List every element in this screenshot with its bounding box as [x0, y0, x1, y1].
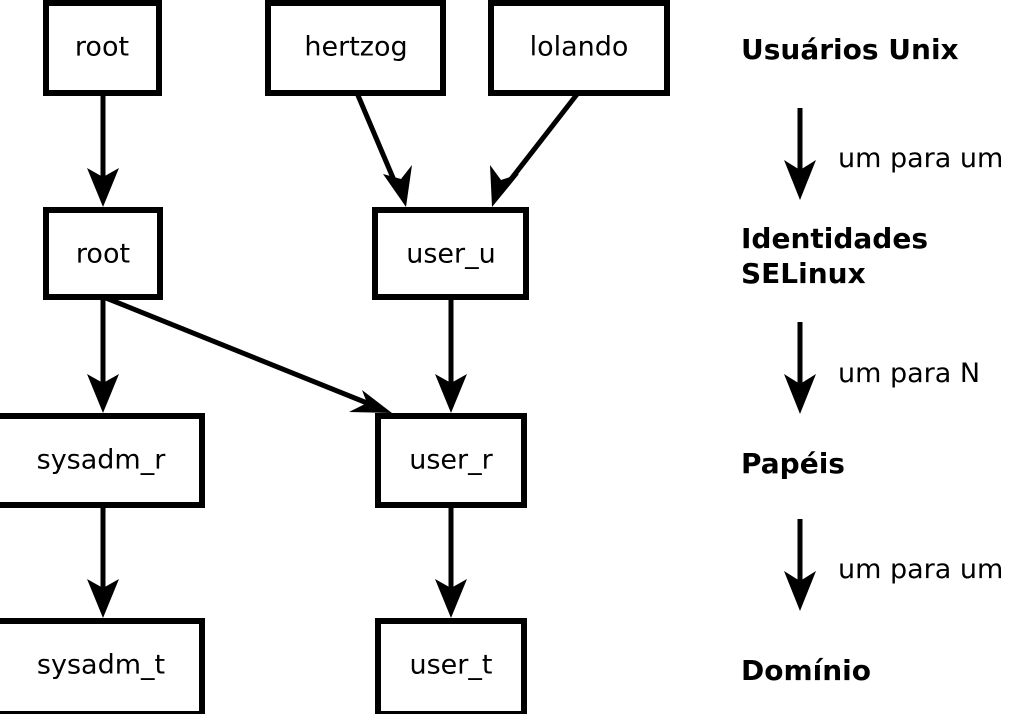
stage-label-roles: Papéis: [741, 447, 845, 480]
legend-arrow-one-to-one-domain: [784, 519, 816, 611]
node-selinux-user-u[interactable]: user_u: [372, 207, 529, 300]
node-label: user_t: [410, 650, 493, 681]
edge-hertzog-to-user-u: [354, 92, 412, 207]
edge-sysadm-r-to-sysadm-t: [87, 505, 119, 618]
edge-selinux-root-to-user-r: [105, 295, 392, 413]
edge-user-r-to-user-t: [435, 505, 467, 618]
edge-user-u-to-user-r: [435, 297, 467, 413]
node-label: hertzog: [304, 32, 407, 63]
legend-relation-label-2: um para N: [838, 358, 980, 389]
node-selinux-root[interactable]: root: [43, 207, 163, 300]
legend-column: Usuários Unix um para um Identidades SEL…: [741, 33, 1003, 687]
node-group: root hertzog lolando root user_u sysadm_: [0, 0, 670, 714]
node-domain-sysadm-t[interactable]: sysadm_t: [0, 618, 205, 714]
legend-relation-label-3: um para um: [838, 554, 1003, 585]
node-unix-hertzog[interactable]: hertzog: [265, 0, 446, 96]
node-domain-user-t[interactable]: user_t: [375, 618, 527, 714]
legend-relation-label-1: um para um: [838, 143, 1003, 174]
legend-arrow-one-to-n-roles: [784, 322, 816, 414]
node-unix-root[interactable]: root: [43, 0, 162, 96]
legend-arrow-one-to-one-identities: [784, 108, 816, 200]
node-label: lolando: [530, 32, 629, 63]
node-label: user_u: [406, 239, 496, 270]
node-label: sysadm_r: [37, 445, 167, 476]
stage-label-selinux-identities-line2: SELinux: [741, 257, 866, 290]
node-role-user-r[interactable]: user_r: [375, 413, 527, 508]
edge-unix-root-to-selinux-root: [87, 93, 119, 207]
edge-lolando-to-user-u: [490, 91, 580, 207]
node-role-sysadm-r[interactable]: sysadm_r: [0, 413, 205, 508]
node-label: user_r: [409, 445, 493, 476]
node-label: sysadm_t: [37, 650, 165, 681]
stage-label-unix-users: Usuários Unix: [741, 33, 959, 66]
stage-label-domains: Domínio: [741, 654, 871, 687]
node-unix-lolando[interactable]: lolando: [488, 0, 670, 96]
edge-group: [87, 91, 580, 618]
node-label: root: [76, 239, 130, 270]
node-label: root: [75, 32, 129, 63]
stage-label-selinux-identities-line1: Identidades: [741, 222, 928, 255]
edge-selinux-root-to-sysadm-r: [87, 297, 119, 413]
